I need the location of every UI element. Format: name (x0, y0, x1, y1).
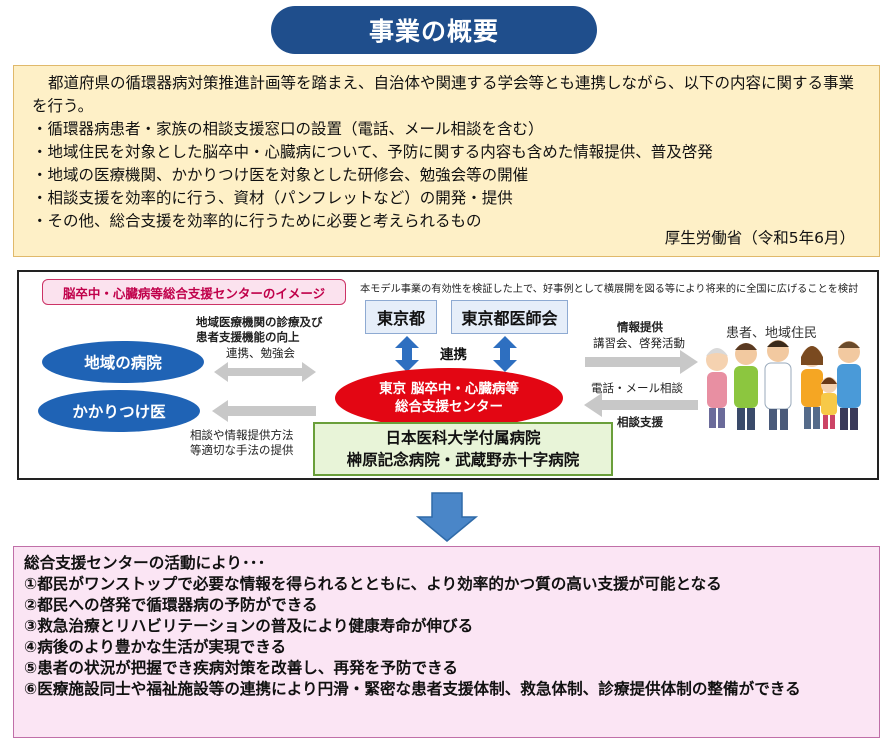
result-item: ⑤患者の状況が把握でき疾病対策を改善し、再発を予防できる (24, 659, 458, 677)
overview-source: 厚生労働省（令和5年6月） (664, 229, 855, 247)
people-illustration (706, 340, 861, 430)
support-center-line: 総合支援センター (395, 399, 503, 415)
gray-double-arrow-icon (214, 362, 316, 382)
lecture-label: 講習会、啓発活動 (593, 336, 685, 350)
image-label: 脳卒中・心臓病等総合支援センターのイメージ (42, 279, 346, 305)
function-improvement-line: 患者支援機能の向上 (196, 330, 300, 344)
hospitals-line: 榊原記念病院・武蔵野赤十字病院 (346, 451, 580, 469)
consult-support-label: 相談支援 (617, 415, 663, 429)
overview-bullet: ・地域住民を対象とした脳卒中・心臓病について、予防に関する内容も含めた情報提供、… (32, 143, 713, 161)
page-title: 事業の概要 (271, 6, 597, 54)
phone-mail-label: 電話・メール相談 (591, 381, 683, 395)
overview-intro: 都道府県の循環器病対策推進計画等を踏まえ、自治体や関連する学会等とも連携しながら… (32, 74, 855, 115)
double-arrow-icon (395, 336, 419, 372)
support-center-line: 東京 脳卒中・心臓病等 (379, 381, 519, 397)
coop-study-label: 連携、勉強会 (226, 346, 295, 360)
info-provide-label: 情報提供 (617, 320, 663, 334)
overview-box: 都道府県の循環器病対策推進計画等を踏まえ、自治体や関連する学会等とも連携しながら… (13, 65, 880, 257)
support-center-ellipse: 東京 脳卒中・心臓病等 総合支援センター (335, 368, 563, 428)
model-note: 本モデル事業の有効性を検証した上で、好事例として横展開を図る等により将来的に全国… (360, 284, 859, 295)
overview-bullet: ・地域の医療機関、かかりつけ医を対象とした研修会、勉強会等の開催 (32, 166, 529, 184)
consult-method-line: 相談や情報提供方法 (190, 428, 294, 442)
local-hospital-ellipse: 地域の病院 (42, 341, 204, 383)
result-box: 総合支援センターの活動により･･･ ①都民がワンストップで必要な情報を得られると… (13, 546, 880, 738)
hospitals-line: 日本医科大学付属病院 (385, 429, 541, 447)
down-arrow-icon (415, 492, 479, 542)
result-item: ⑥医療施設同士や福祉施設等の連携により円滑・緊密な患者支援体制、救急体制、診療提… (24, 680, 801, 698)
hospitals-box: 日本医科大学付属病院 榊原記念病院・武蔵野赤十字病院 (313, 422, 613, 476)
renkei-label: 連携 (440, 347, 467, 363)
overview-bullet-list: ・循環器病患者・家族の相談支援窓口の設置（電話、メール相談を含む） ・地域住民を… (32, 118, 861, 233)
gray-right-arrow-icon (585, 350, 698, 374)
gray-left-arrow-icon (584, 393, 698, 417)
result-item: ①都民がワンストップで必要な情報を得られるとともに、より効率的かつ質の高い支援が… (24, 575, 722, 593)
double-arrow-icon (493, 336, 517, 372)
result-list: ①都民がワンストップで必要な情報を得られるとともに、より効率的かつ質の高い支援が… (24, 574, 869, 700)
result-item: ③救急治療とリハビリテーションの普及により健康寿命が伸びる (24, 617, 474, 635)
function-improvement-label: 地域医療機関の診療及び 患者支援機能の向上 (196, 315, 376, 345)
patients-label: 患者、地域住民 (726, 326, 818, 341)
result-item: ④病後のより豊かな生活が実現できる (24, 638, 287, 656)
consult-method-label: 相談や情報提供方法 等適切な手法の提供 (190, 428, 294, 458)
overview-bullet: ・循環器病患者・家族の相談支援窓口の設置（電話、メール相談を含む） (32, 120, 544, 138)
result-heading: 総合支援センターの活動により･･･ (24, 554, 266, 572)
function-improvement-line: 地域医療機関の診療及び (196, 315, 323, 329)
overview-bullet: ・相談支援を効率的に行う、資材（パンフレットなど）の開発・提供 (32, 189, 513, 207)
gray-left-arrow-icon (212, 400, 316, 422)
tokyo-metropolis-box: 東京都 (365, 300, 437, 334)
tokyo-medical-association-box: 東京都医師会 (451, 300, 568, 334)
family-doctor-ellipse: かかりつけ医 (38, 390, 200, 432)
consult-method-line: 等適切な手法の提供 (190, 443, 294, 457)
overview-bullet: ・その他、総合支援を効率的に行うために必要と考えられるもの (32, 212, 482, 230)
result-item: ②都民への啓発で循環器病の予防ができる (24, 596, 318, 614)
